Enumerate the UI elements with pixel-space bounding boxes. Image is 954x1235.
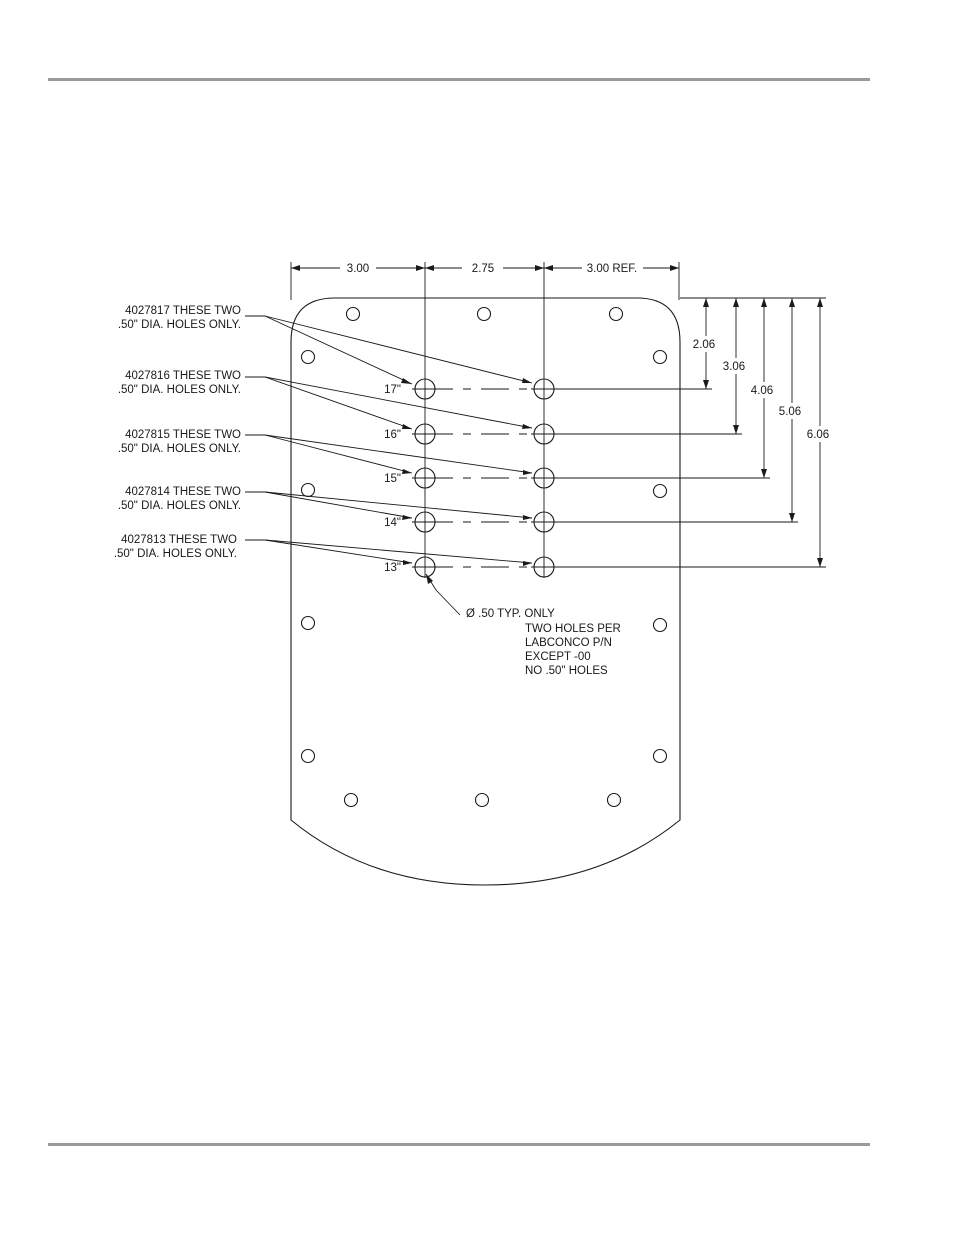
- typ-note-line3: LABCONCO P/N: [525, 637, 612, 649]
- right-dimension-lines: [703, 298, 823, 567]
- callout-part-4027813: 4027813 THESE TWO: [121, 534, 237, 546]
- hole-size-13: 13": [384, 562, 401, 574]
- dimension-label-3-00: 3.00: [347, 263, 369, 275]
- footer-rule: [48, 1143, 870, 1146]
- callout-part-4027814: 4027814 THESE TWO: [125, 486, 241, 498]
- callout-note-4027813: .50" DIA. HOLES ONLY.: [114, 548, 237, 560]
- dimension-label-6-06: 6.06: [807, 429, 829, 441]
- callout-leaders: [245, 315, 533, 566]
- typ-note-line1: Ø .50 TYP. ONLY: [466, 608, 555, 620]
- header-rule: [48, 78, 870, 81]
- typ-note-line5: NO .50" HOLES: [525, 665, 608, 677]
- callout-note-4027814: .50" DIA. HOLES ONLY.: [118, 500, 241, 512]
- dimension-label-2-06: 2.06: [693, 339, 715, 351]
- typ-note-line4: EXCEPT -00: [525, 651, 591, 663]
- mounting-holes: [300, 306, 668, 808]
- callout-part-4027815: 4027815 THESE TWO: [125, 429, 241, 441]
- callout-note-4027815: .50" DIA. HOLES ONLY.: [118, 443, 241, 455]
- dimension-label-3-00-ref: 3.00 REF.: [587, 263, 638, 275]
- plate-outline: [290, 297, 681, 886]
- hole-row-centerlines: [425, 388, 826, 568]
- callout-part-4027816: 4027816 THESE TWO: [125, 370, 241, 382]
- top-dimension-line: [291, 265, 679, 271]
- dimension-label-3-06: 3.06: [723, 361, 745, 373]
- dimension-label-5-06: 5.06: [779, 406, 801, 418]
- typ-note-leader: [425, 573, 461, 616]
- typ-note-line2: TWO HOLES PER: [525, 623, 621, 635]
- callout-note-4027817: .50" DIA. HOLES ONLY.: [118, 319, 241, 331]
- callout-note-4027816: .50" DIA. HOLES ONLY.: [118, 384, 241, 396]
- dimension-label-4-06: 4.06: [751, 385, 773, 397]
- hole-size-15: 15": [384, 473, 401, 485]
- hole-size-16: 16": [384, 429, 401, 441]
- callout-part-4027817: 4027817 THESE TWO: [125, 305, 241, 317]
- hole-center-marks: [412, 388, 557, 568]
- hole-size-14: 14": [384, 517, 401, 529]
- dimension-label-2-75: 2.75: [472, 263, 494, 275]
- hole-size-17: 17": [384, 384, 401, 396]
